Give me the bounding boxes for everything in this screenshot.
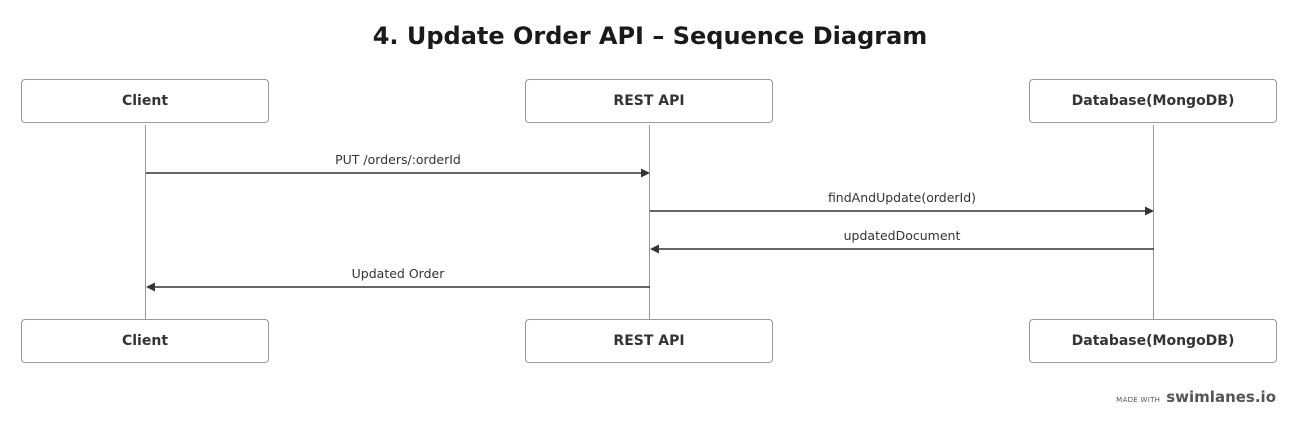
participant-database-top: Database(MongoDB) bbox=[1029, 79, 1277, 123]
message-label-put-order: PUT /orders/:orderId bbox=[335, 152, 461, 167]
arrowhead-put-order bbox=[641, 168, 650, 178]
participant-database-bottom: Database(MongoDB) bbox=[1029, 319, 1277, 363]
arrowhead-find-and-update bbox=[1145, 206, 1154, 216]
participant-client-top: Client bbox=[21, 79, 269, 123]
message-label-find-and-update: findAndUpdate(orderId) bbox=[827, 190, 977, 205]
participant-rest-api-top: REST API bbox=[525, 79, 773, 123]
watermark[interactable]: MADE WITH swimlanes.io bbox=[1116, 388, 1276, 406]
lifeline-database bbox=[1153, 125, 1154, 319]
participant-client-bottom: Client bbox=[21, 319, 269, 363]
arrowhead-updated-document bbox=[650, 244, 659, 254]
arrowhead-updated-order bbox=[146, 282, 155, 292]
lifeline-rest-api bbox=[649, 125, 650, 319]
message-label-updated-order: Updated Order bbox=[351, 266, 445, 281]
message-label-updated-document: updatedDocument bbox=[843, 228, 961, 243]
watermark-brand: swimlanes.io bbox=[1166, 388, 1276, 406]
participant-rest-api-bottom: REST API bbox=[525, 319, 773, 363]
watermark-made-with: MADE WITH bbox=[1116, 396, 1161, 404]
diagram-title: 4. Update Order API – Sequence Diagram bbox=[372, 22, 928, 50]
lifeline-client bbox=[145, 125, 146, 319]
